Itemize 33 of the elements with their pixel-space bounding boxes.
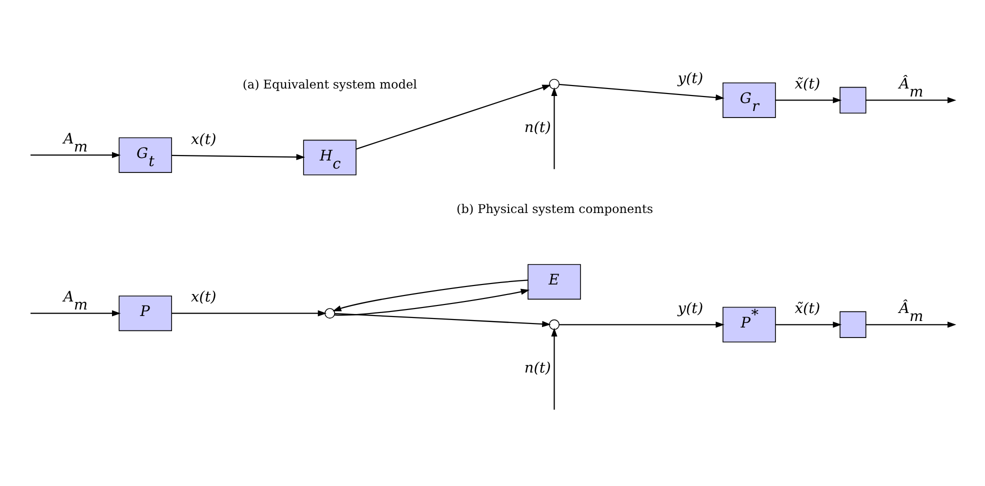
edge-label: x̃(t) (794, 300, 820, 316)
arrow (334, 312, 551, 327)
arrow (356, 84, 552, 150)
label: (b) Physical system components (456, 201, 654, 216)
arrow (866, 321, 956, 328)
arrow (551, 327, 558, 410)
arrow (172, 310, 327, 316)
node-circle (324, 308, 336, 318)
arrow (776, 321, 842, 328)
edge-label: n(t) (524, 360, 551, 376)
arrow (776, 96, 842, 103)
node-circle (549, 78, 560, 89)
node-box: P (118, 295, 172, 331)
arrow (551, 86, 558, 169)
node-box: E (528, 264, 581, 300)
edge-label: y(t) (678, 70, 704, 86)
node-box (840, 310, 866, 338)
node-circle (549, 318, 560, 330)
edge-label: n(t) (524, 119, 551, 136)
arrow (172, 154, 306, 160)
label: (a) Equivalent system model (242, 77, 418, 91)
arrow (559, 321, 724, 328)
arrow (334, 288, 530, 316)
node-box (840, 86, 866, 114)
edge-label: y(t) (678, 300, 704, 316)
edge-label: x(t) (190, 289, 216, 306)
arrow (30, 152, 121, 158)
arrow (866, 96, 956, 103)
arrow (332, 279, 528, 311)
edge-label: x̃(t) (794, 76, 820, 92)
arrow (559, 83, 724, 100)
arrow (30, 310, 121, 316)
edge-label: x(t) (190, 132, 216, 148)
